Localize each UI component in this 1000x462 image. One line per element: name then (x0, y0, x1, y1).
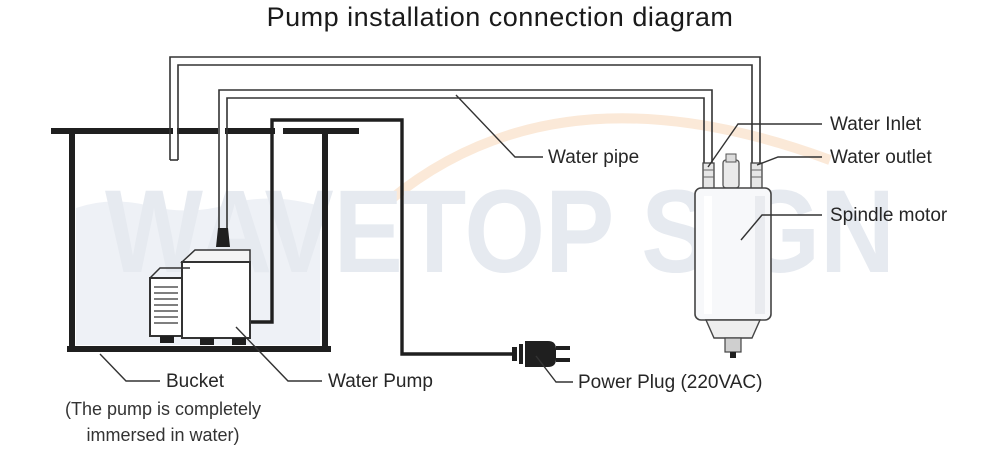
page-title: Pump installation connection diagram (266, 2, 734, 32)
return-pipe (169, 56, 761, 165)
label-bucket: Bucket (166, 371, 225, 392)
water-pump (149, 228, 251, 345)
label-water-pipe: Water pipe (548, 147, 640, 168)
label-water-inlet: Water Inlet (830, 114, 922, 135)
power-cable (250, 118, 512, 356)
decorative-arc (386, 113, 832, 204)
leader-lines (99, 94, 822, 383)
label-spindle-motor: Spindle motor (830, 205, 948, 226)
bucket-note-line1: (The pump is completely (64, 399, 262, 419)
bucket-note-line2: immersed in water) (86, 425, 240, 445)
label-power-plug: Power Plug (220VAC) (578, 372, 763, 393)
label-water-pump: Water Pump (328, 371, 433, 392)
spindle-motor (694, 153, 772, 358)
power-plug (512, 341, 570, 367)
bucket-note: (The pump is completely immersed in wate… (20, 396, 306, 448)
supply-pipe (218, 89, 713, 228)
label-water-outlet: Water outlet (830, 147, 932, 168)
bucket (51, 128, 359, 352)
